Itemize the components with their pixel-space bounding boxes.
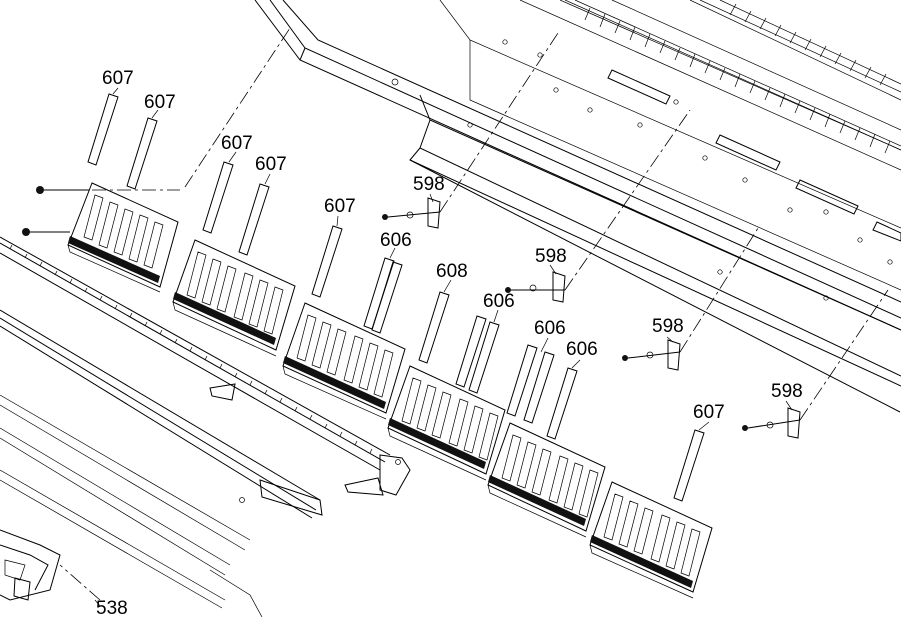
- callout-598-c: 598: [652, 316, 684, 337]
- callout-606-d: 606: [566, 339, 598, 360]
- callout-598-d: 598: [771, 381, 803, 402]
- callout-607-c: 607: [221, 133, 253, 154]
- pcb-module-5: [487, 422, 606, 538]
- callout-607-a: 607: [102, 68, 134, 89]
- callout-607-b: 607: [144, 92, 176, 113]
- pcb-module-1: [67, 182, 179, 293]
- bracket-598-3: [622, 339, 681, 371]
- alignment-lines: [92, 27, 889, 421]
- callout-labels: 607 607 607 607 607 598 606 608 606 598 …: [96, 68, 803, 617]
- comb-structure: [564, 0, 901, 154]
- callout-607-f: 607: [693, 402, 725, 423]
- callout-606-a: 606: [380, 230, 412, 251]
- callout-598-a: 598: [413, 174, 445, 195]
- callout-607-e: 607: [324, 196, 356, 217]
- callout-598-b: 598: [535, 246, 567, 267]
- pcb-module-3: [282, 302, 406, 420]
- pcb-module-2: [172, 239, 296, 357]
- pcb-module-4: [387, 365, 506, 481]
- screw-lower: [22, 228, 70, 236]
- part-538: [0, 529, 101, 601]
- leader-lines: [94, 87, 793, 607]
- pcb-module-6: [589, 481, 713, 599]
- chassis-frame: [254, 0, 901, 413]
- bracket-598-2: [505, 271, 566, 303]
- callout-538: 538: [96, 598, 128, 617]
- callout-606-b: 606: [483, 291, 515, 312]
- callout-606-c: 606: [534, 318, 566, 339]
- cable-rail-assembly: [0, 236, 411, 617]
- card-blades: [87, 93, 705, 502]
- screw-upper: [36, 186, 90, 194]
- callout-607-d: 607: [255, 154, 287, 175]
- chassis-holes: [391, 39, 893, 301]
- callout-608: 608: [436, 261, 468, 282]
- bracket-598-4: [742, 407, 801, 439]
- bracket-598-1: [382, 197, 441, 229]
